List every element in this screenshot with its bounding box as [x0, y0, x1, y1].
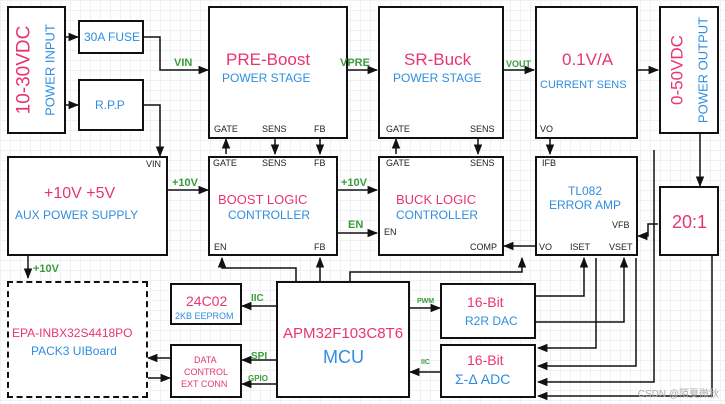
rpp-label: R.P.P: [95, 98, 125, 112]
signal-vpre: VPRE: [340, 57, 370, 69]
divider-label: 20:1: [672, 212, 708, 232]
dac-block: [440, 283, 536, 339]
signal-spi: SPI: [251, 351, 268, 362]
wire-dac-iset: [536, 256, 589, 297]
boost-logic-line2: CONTROLLER: [228, 208, 311, 222]
error-amp-pin-vfb: VFB: [612, 220, 630, 230]
buck-logic-block: [378, 156, 504, 256]
buck-logic-line2: CONTROLLER: [396, 208, 479, 222]
signal-vin: VIN: [174, 57, 193, 69]
pre-boost-subtitle: POWER STAGE: [222, 71, 311, 85]
wire-adc-fb3: [536, 150, 655, 387]
data-conn-block: [170, 344, 242, 398]
eeprom-title: 24C02: [186, 293, 228, 309]
wire-dac-vset: [536, 256, 629, 323]
signal-pwm: PWM: [417, 298, 435, 305]
wire-adc-fb4: [536, 256, 713, 401]
error-amp-pin-iset: ISET: [570, 242, 591, 252]
mcu-block: [276, 281, 410, 398]
boost-logic-pin-fb: FB: [314, 158, 326, 168]
boost-logic-pin-gate: GATE: [213, 158, 237, 168]
signal-plus10v-ui: +10V: [33, 263, 59, 275]
power-input-label: POWER INPUT: [42, 24, 58, 116]
error-amp-pin-vset: VSET: [609, 242, 633, 252]
eeprom-block: [170, 283, 242, 325]
aux-power-subtitle: AUX POWER SUPPLY: [15, 208, 139, 222]
buck-logic-pin-en: EN: [384, 227, 397, 237]
dac-subtitle: R2R DAC: [465, 314, 518, 328]
signal-iic-adc: IIC: [421, 359, 430, 366]
divider-block: [659, 186, 719, 256]
signal-plus10v-buck: +10V: [341, 177, 367, 189]
adc-subtitle: Σ-Δ ADC: [455, 371, 511, 387]
buck-logic-pin-comp: COMP: [470, 242, 497, 252]
wire-adc-fb2: [536, 258, 637, 371]
buck-logic-pin-sens: SENS: [470, 158, 495, 168]
signal-iic-eeprom: IIC: [251, 293, 264, 304]
error-amp-pin-vo: VO: [539, 242, 553, 252]
signal-vout: VOUT: [506, 59, 532, 69]
ui-board-block: [7, 281, 148, 398]
watermark: CSDN @陌夏微秋: [637, 389, 719, 400]
boost-logic-pin-en: EN: [214, 242, 227, 252]
wire-adc-fb1: [536, 258, 597, 353]
adc-block: [440, 344, 536, 398]
sr-buck-subtitle: POWER STAGE: [393, 71, 482, 85]
power-output-voltage: 0-50VDC: [667, 35, 687, 105]
boost-logic-pin-sens: SENS: [262, 158, 287, 168]
current-sens-title: 0.1V/A: [562, 50, 614, 69]
power-output-block: [659, 6, 719, 134]
wire-mcu-boost-en: [217, 256, 297, 281]
eeprom-subtitle: 2KB EEPROM: [175, 311, 234, 321]
sr-buck-block: [378, 6, 504, 139]
ui-board-line1: EPA-INBX32S4418PO: [12, 326, 133, 340]
wire-fuse-vin: [144, 36, 210, 75]
pre-boost-pin-fb: FB: [314, 124, 326, 134]
wire-vfb: [636, 223, 658, 241]
sr-buck-title: SR-Buck: [404, 50, 472, 69]
data-conn-line2: CONTROL: [184, 367, 229, 377]
current-sens-block: [535, 6, 638, 139]
aux-power-pin-vin: VIN: [146, 159, 162, 169]
signal-en: EN: [348, 219, 364, 231]
power-input-block: [7, 6, 66, 134]
error-amp-line1: TL082: [568, 184, 603, 198]
current-sens-subtitle: CURRENT SENS: [540, 79, 627, 91]
power-input-voltage: 10-30VDC: [13, 25, 35, 115]
pre-boost-pin-sens: SENS: [262, 124, 287, 134]
dac-title: 16-Bit: [467, 294, 504, 310]
fuse-label: 30A FUSE: [84, 30, 141, 44]
ui-board-line2: PACK3 UIBoard: [31, 344, 117, 358]
aux-power-block: [7, 156, 168, 256]
sr-buck-pin-sens: SENS: [470, 124, 495, 134]
power-output-label: POWER OUTPUT: [695, 16, 711, 124]
rpp-block: [78, 79, 144, 131]
pre-boost-block: [208, 6, 348, 139]
buck-logic-pin-gate: GATE: [386, 158, 410, 168]
data-conn-line3: EXT CONN: [181, 379, 228, 389]
adc-title: 16-Bit: [467, 352, 504, 368]
buck-logic-line1: BUCK LOGIC: [396, 192, 477, 207]
aux-power-title: +10V +5V: [44, 185, 116, 202]
fuse-block: [78, 20, 144, 54]
pre-boost-title: PRE-Boost: [226, 50, 311, 69]
signal-plus10v-aux: +10V: [172, 177, 198, 189]
current-sens-pin-vo: VO: [540, 124, 554, 134]
error-amp-pin-ifb: IFB: [542, 158, 557, 168]
data-conn-line1: DATA: [194, 355, 217, 365]
error-amp-block: [535, 156, 638, 256]
boost-logic-block: [208, 156, 338, 256]
sr-buck-pin-gate: GATE: [386, 124, 410, 134]
wire-mcu-buck-en: [349, 256, 527, 281]
error-amp-line2: ERROR AMP: [549, 198, 622, 212]
wire-rpp-aux: [144, 104, 165, 158]
boost-logic-pin-fb2: FB: [314, 242, 326, 252]
mcu-subtitle: MCU: [323, 347, 364, 367]
mcu-title: APM32F103C8T6: [283, 325, 404, 342]
boost-logic-line1: BOOST LOGIC: [218, 192, 308, 207]
signal-gpio: GPIO: [248, 374, 269, 383]
pre-boost-pin-gate: GATE: [214, 124, 238, 134]
